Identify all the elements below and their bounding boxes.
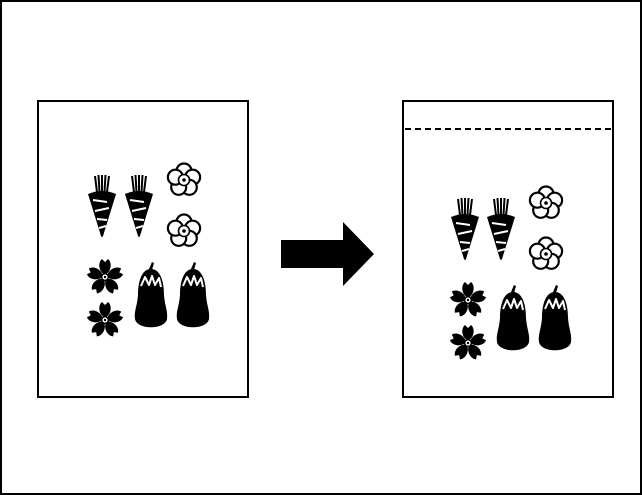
right-arrow-icon: [281, 222, 374, 286]
before-page: [37, 100, 249, 398]
after-page-frame: [402, 100, 614, 398]
after-page: [402, 100, 614, 398]
before-page-frame: [37, 100, 249, 398]
